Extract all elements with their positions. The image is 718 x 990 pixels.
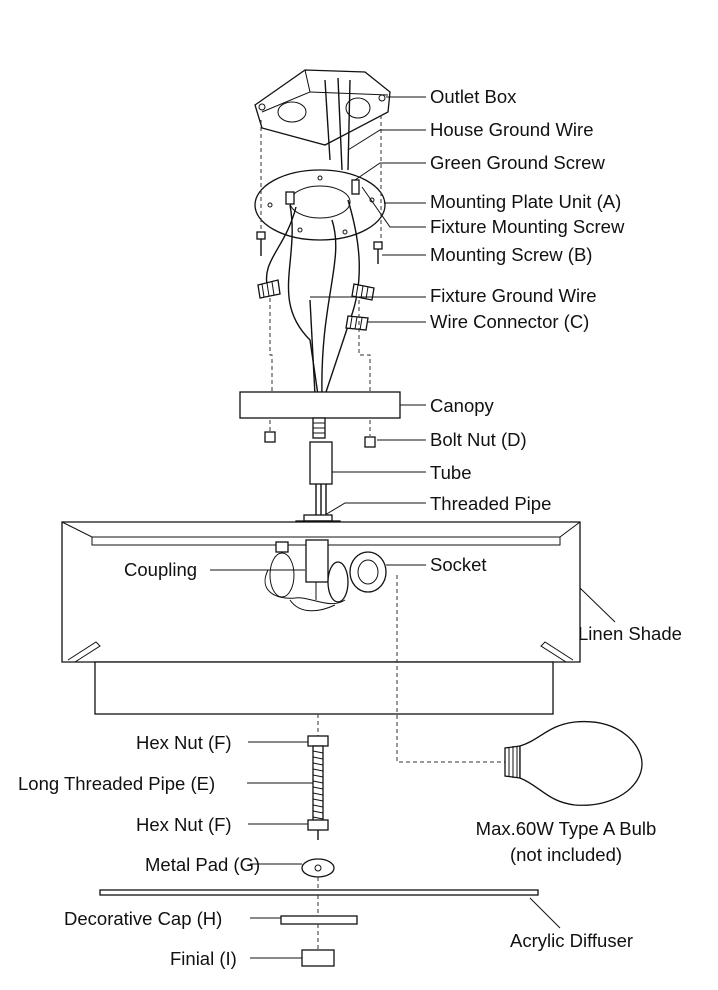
label-acrylic-diffuser: Acrylic Diffuser (510, 930, 633, 951)
label-hex-nut-bottom: Hex Nut (F) (136, 814, 232, 835)
label-finial: Finial (I) (170, 948, 237, 969)
label-green-ground-screw: Green Ground Screw (430, 152, 605, 173)
wire-connector-left (257, 279, 281, 299)
canopy (239, 391, 401, 419)
label-hex-nut-top: Hex Nut (F) (136, 732, 232, 753)
label-fixture-mounting-screw: Fixture Mounting Screw (430, 216, 625, 237)
wire-connector-right (345, 315, 369, 331)
label-bulb-line2: (not included) (510, 844, 622, 865)
finial (301, 949, 335, 967)
acrylic-diffuser (99, 889, 539, 896)
label-fixture-ground-wire: Fixture Ground Wire (430, 285, 597, 306)
mounting-screw-left (256, 231, 266, 256)
label-tube: Tube (430, 462, 471, 483)
label-linen-shade: Linen Shade (578, 623, 682, 644)
hex-nut-top (307, 735, 329, 747)
decorative-cap (280, 915, 358, 925)
label-long-threaded-pipe: Long Threaded Pipe (E) (18, 773, 215, 794)
socket-cluster (264, 539, 387, 612)
label-metal-pad: Metal Pad (G) (145, 854, 260, 875)
canopy-stub (312, 417, 326, 439)
label-threaded-pipe: Threaded Pipe (430, 493, 551, 514)
hex-nut-bottom (307, 819, 329, 831)
mounting-plate (254, 169, 386, 241)
label-coupling: Coupling (124, 559, 197, 580)
label-wire-connector: Wire Connector (C) (430, 311, 589, 332)
label-canopy: Canopy (430, 395, 495, 416)
long-threaded-pipe (312, 745, 324, 825)
mounting-screw-right (373, 241, 383, 264)
linen-shade (61, 521, 581, 715)
label-house-ground-wire: House Ground Wire (430, 119, 593, 140)
metal-pad (301, 858, 335, 878)
label-mounting-plate-unit: Mounting Plate Unit (A) (430, 191, 621, 212)
wire-connector-mid (351, 283, 375, 301)
label-decorative-cap: Decorative Cap (H) (64, 908, 222, 929)
bulb (504, 721, 643, 806)
bolt-nut-left (264, 431, 276, 443)
label-outlet-box: Outlet Box (430, 86, 517, 107)
label-bulb-line1: Max.60W Type A Bulb (476, 818, 657, 839)
tube (309, 441, 333, 485)
label-bolt-nut: Bolt Nut (D) (430, 429, 527, 450)
bolt-nut-right (364, 436, 376, 448)
outlet-box (254, 69, 391, 171)
label-socket: Socket (430, 554, 487, 575)
label-mounting-screw: Mounting Screw (B) (430, 244, 592, 265)
leader-lines (210, 96, 616, 959)
